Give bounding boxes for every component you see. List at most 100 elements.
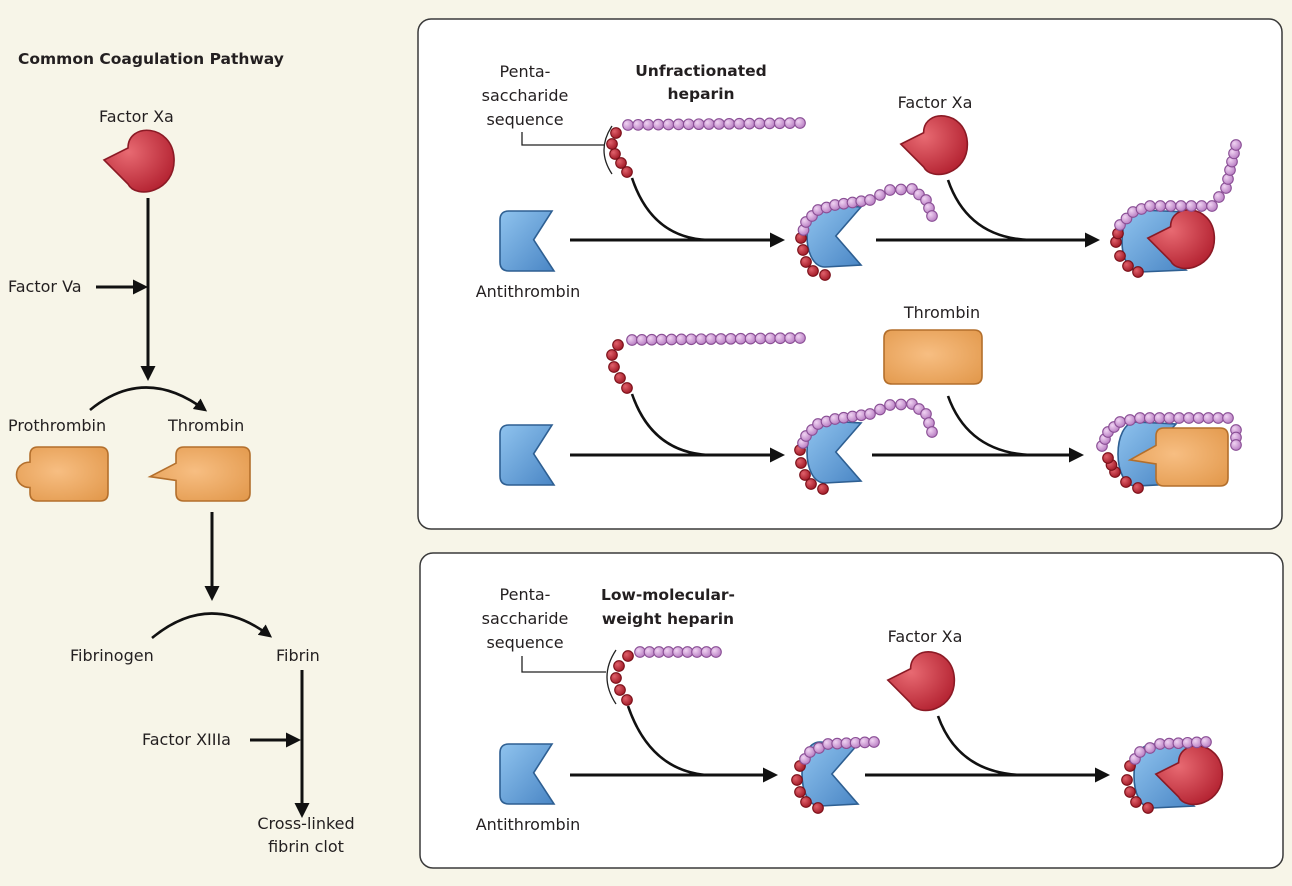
penta-bracket [603,125,613,175]
pentasaccharide-bead [621,166,633,178]
heparin-bead [884,399,896,411]
heparin-bead [773,117,786,130]
penta-label-line3: sequence [486,110,563,129]
pentasaccharide-bead [615,157,627,169]
heparin-bead [774,332,787,345]
pentasaccharide-bead [800,796,812,808]
penta-label-line2: saccharide [482,86,569,105]
antithrombin-protein-b [499,743,556,805]
heparin-antithrombin-complex-2 [794,398,938,495]
pentasaccharide-bead [1132,266,1144,278]
heparin-bead [655,333,668,346]
arrow-join-xa-top [946,179,1031,242]
heparin-bead [1185,200,1198,212]
heparin-bead [724,332,737,345]
heparin-bead [705,333,717,345]
heparin-bead [895,398,907,411]
heparin-bead [715,333,727,345]
pentasaccharide-bead [612,339,624,351]
pentasaccharide-bead [610,672,622,684]
heparin-bead [685,333,698,346]
heparin-bead [744,332,757,345]
coagulation-pathway: Common Coagulation Pathway Factor Xa Fac… [8,50,355,856]
prothrombin-protein [15,446,109,502]
heparin-bead [1153,412,1166,424]
penta-label-line3-b: sequence [486,633,563,652]
arrow-prothrombin-to-thrombin [89,386,208,412]
heparin-bead [672,118,685,131]
heparin-bead [692,118,705,131]
heparin-bead [1200,736,1212,748]
heparin-bead [734,332,747,345]
heparin-bead [622,119,634,131]
arrow-fibrinogen-to-fibrin [151,612,273,640]
heparin-bead [794,117,806,129]
heparin-bead [1183,412,1195,424]
penta-label-line1-b: Penta- [500,585,551,604]
penta-bracket-b [606,649,617,705]
heparin-bead [1154,200,1167,212]
pentasaccharide-bead [1121,774,1133,786]
heparin-bead [926,210,938,222]
pentasaccharide-bead [817,483,829,495]
arrow-join-heparin-1 [630,177,709,242]
thrombin-label-top: Thrombin [903,303,980,322]
heparin-bead [794,332,806,344]
antithrombin-label-b: Antithrombin [476,815,581,834]
heparin-bead [1222,412,1234,424]
thrombin-label: Thrombin [167,416,244,435]
fibrin-label: Fibrin [276,646,320,665]
factor-xa-shape [899,115,969,176]
heparin-chain-free-2 [606,332,806,394]
heparin-bead [874,189,886,201]
pentasaccharide-bead [621,382,633,394]
heparin-antithrombin-complex [795,183,938,281]
heparin-chain-free [606,117,806,178]
factor-xa-protein [102,129,175,193]
heparin-bead [763,117,776,130]
antithrombin-protein [499,210,556,272]
heparin-bead [703,118,715,130]
heparin-bead [1134,412,1146,424]
lmwh-title-line1: Low-molecular- [601,586,735,604]
pentasaccharide-bead [819,269,831,281]
heparin-bead [1230,439,1242,451]
heparin-bead [1206,200,1218,212]
factor-xa-shape [1146,209,1216,270]
thrombin-shape [1127,427,1229,487]
heparin-bead [682,118,695,131]
heparin-bead [723,117,736,130]
heparin-bead [626,334,638,346]
lmwh-title-line2: weight heparin [602,610,734,628]
heparin-bead [884,184,896,196]
pentasaccharide-bead [807,265,819,277]
heparin-bead [652,118,665,131]
lmwh-antithrombin-complex [791,736,880,814]
factor-xa-protein-top [899,115,969,176]
unfractionated-heparin-panel: Penta- saccharide sequence Unfractionate… [417,18,1283,530]
heparin-bead [784,117,796,129]
heparin-bead [1134,746,1146,758]
heparin-bead [636,334,648,346]
arrow-join-xa-b [936,715,1021,777]
heparin-bead [645,333,658,346]
antithrombin-protein-2 [499,424,556,486]
heparin-title-line1: Unfractionated [635,62,767,80]
heparin-bead [1144,742,1156,754]
penta-label-line2-b: saccharide [482,609,569,628]
pentasaccharide-bead [610,127,622,139]
lmwh-chain-free [610,646,722,706]
heparin-bead [642,118,655,131]
factor-xa-protein-b [886,651,956,712]
pentasaccharide-bead [1142,802,1154,814]
heparin-bead [1202,412,1215,424]
heparin-bead [868,736,880,748]
heparin-bead [1213,191,1225,203]
heparin-bead [1164,200,1177,212]
clot-label-line1: Cross-linked [257,814,354,833]
pentasaccharide-bead [614,372,626,384]
pentasaccharide-bead [614,684,626,696]
lmwh-panel: Penta- saccharide sequence Low-molecular… [419,552,1284,869]
thrombin-protein [147,446,251,502]
